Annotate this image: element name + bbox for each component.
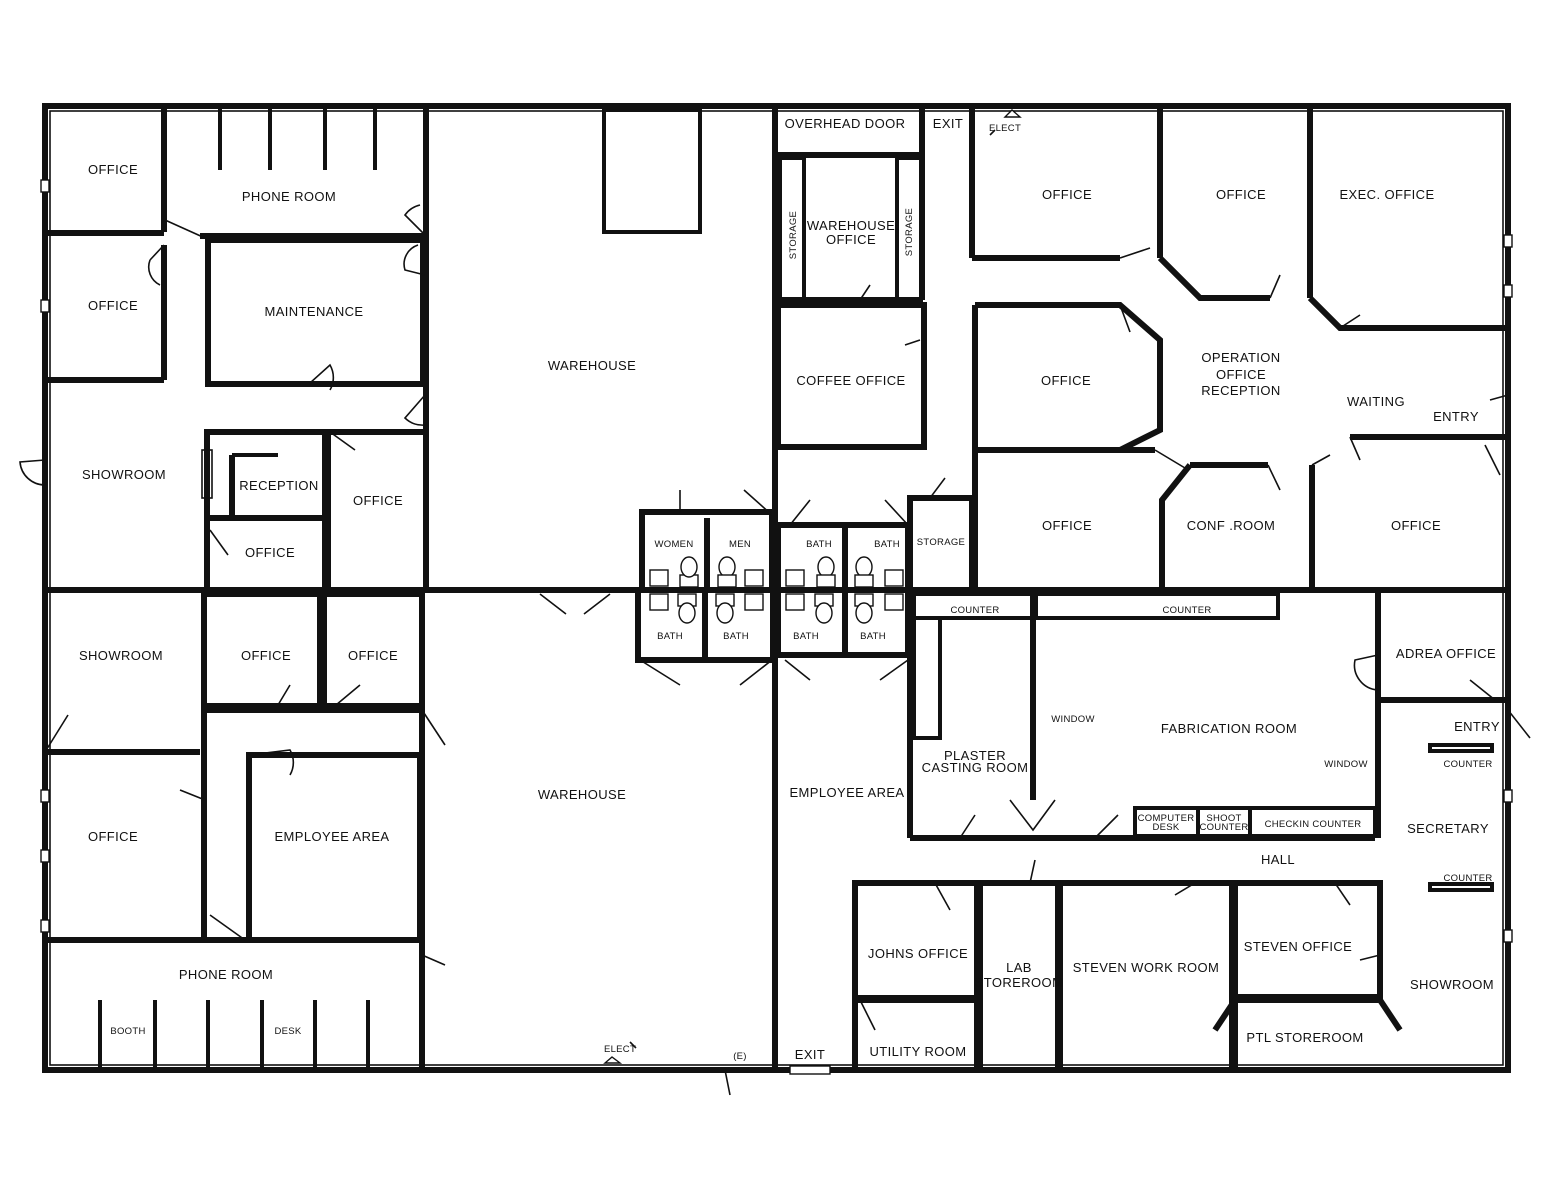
overhead-door-label: OVERHEAD DOOR [785,116,906,131]
office-label-8: OFFICE [1042,518,1092,533]
office-label-2: OFFICE [88,298,138,313]
exit-label-top: EXIT [933,116,964,131]
phone-room-label-top: PHONE ROOM [242,189,336,204]
warehouse-label-bottom: WAREHOUSE [538,787,626,802]
showroom-label-2: SHOWROOM [79,648,163,663]
window-label-1: WINDOW [1051,714,1094,725]
coffee-office-label: COFFEE OFFICE [796,373,905,388]
bath-label-1: BATH [806,539,832,550]
shoot-counter-label-2: COUNTER [1199,822,1248,833]
counter-label-2: COUNTER [1162,605,1211,616]
elect-bottom-icon [603,1056,623,1064]
fabrication-room-label: FABRICATION ROOM [1161,721,1297,736]
storage-label-left: STORAGE [788,211,799,259]
lab-label-1: LAB [1006,960,1032,975]
bath-label-6: BATH [860,631,886,642]
bath-label-5: BATH [793,631,819,642]
secretary-label: SECRETARY [1407,821,1489,836]
operation-label-2: OFFICE [1216,367,1266,382]
checkin-counter-label: CHECKIN COUNTER [1265,819,1362,830]
computer-desk-label-1: COMPUTER [1138,813,1195,824]
women-label: WOMEN [655,539,694,550]
counter-label-1: COUNTER [950,605,999,616]
bath-label-3: BATH [657,631,683,642]
ptl-storeroom-label: PTL STOREROOM [1246,1030,1363,1045]
lab-label-2: STOREROOM [975,975,1064,990]
entry-label-right: ENTRY [1454,719,1500,734]
electrical-symbols [603,109,1022,1064]
office-label-6: OFFICE [353,493,403,508]
plaster-label-1: PLASTER [944,748,1006,763]
office-label-10: OFFICE [241,648,291,663]
window-label-2: WINDOW [1324,759,1367,770]
desk-label: DESK [274,1026,301,1037]
office-label-4: OFFICE [1216,187,1266,202]
elect-label-bottom: ELECT [604,1044,636,1055]
plaster-label-2: CASTING ROOM [922,760,1029,775]
entry-label-top: ENTRY [1433,409,1479,424]
showroom-label-right: SHOWROOM [1410,977,1494,992]
office-label-12: OFFICE [88,829,138,844]
exec-office-label: EXEC. OFFICE [1339,187,1434,202]
exit-label-bottom: EXIT [795,1047,826,1062]
hall-label: HALL [1261,852,1295,867]
warehouse-office-label-2: OFFICE [826,232,876,247]
utility-room-label: UTILITY ROOM [869,1044,966,1059]
johns-office-label: JOHNS OFFICE [868,946,968,961]
counter-label-3: COUNTER [1443,759,1492,770]
doors [19,204,1531,1096]
office-label-9: OFFICE [1391,518,1441,533]
employee-area-label-left: EMPLOYEE AREA [274,829,389,844]
office-label-7: OFFICE [245,545,295,560]
shoot-counter-label-1: SHOOT [1206,813,1241,824]
waiting-label: WAITING [1347,394,1405,409]
operation-label-3: RECEPTION [1201,383,1280,398]
men-label: MEN [729,539,751,550]
elect-label-top: ELECT [989,123,1021,134]
reception-label: RECEPTION [239,478,318,493]
computer-desk-label-2: DESK [1152,822,1179,833]
phone-room-label-bottom: PHONE ROOM [179,967,273,982]
windows [40,179,1513,1075]
steven-work-room-label: STEVEN WORK ROOM [1073,960,1220,975]
office-label-1: OFFICE [88,162,138,177]
conf-room-label: CONF .ROOM [1187,518,1276,533]
operation-label-1: OPERATION [1201,350,1280,365]
bath-fixtures [649,556,904,624]
maintenance-label: MAINTENANCE [264,304,363,319]
counter-label-4: COUNTER [1443,873,1492,884]
office-label-5: OFFICE [1041,373,1091,388]
employee-area-label-mid: EMPLOYEE AREA [789,785,904,800]
office-label-3: OFFICE [1042,187,1092,202]
warehouse-label-top: WAREHOUSE [548,358,636,373]
bath-label-4: BATH [723,631,749,642]
adrea-office-label: ADREA OFFICE [1396,646,1496,661]
storage-label-mid: STORAGE [917,537,965,548]
e-marker-label: (E) [733,1051,747,1062]
showroom-label-left: SHOWROOM [82,467,166,482]
interior-walls [45,106,1508,1073]
office-label-11: OFFICE [348,648,398,663]
warehouse-office-label-1: WAREHOUSE [807,218,895,233]
steven-office-label: STEVEN OFFICE [1244,939,1353,954]
room-labels: OFFICE PHONE ROOM OFFICE MAINTENANCE WAR… [79,116,1500,1062]
storage-label-right: STORAGE [904,208,915,256]
elect-top-icon [1003,109,1022,118]
booth-label: BOOTH [110,1026,145,1037]
bath-label-2: BATH [874,539,900,550]
